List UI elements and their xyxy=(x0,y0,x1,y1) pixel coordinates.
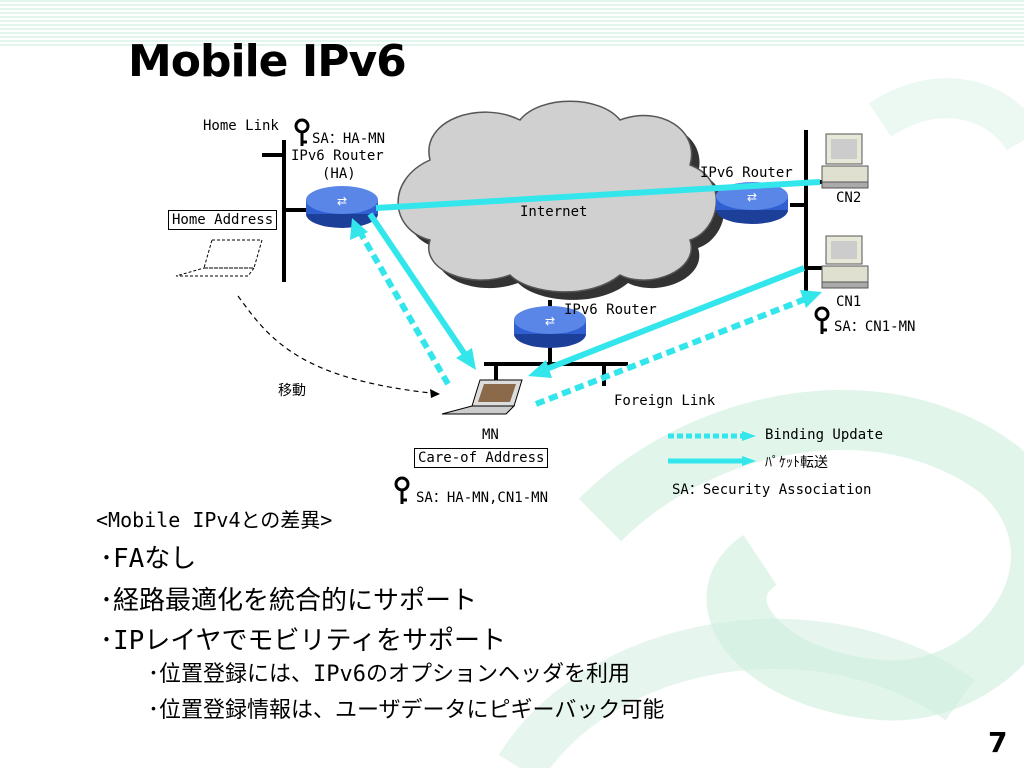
bullet-point: ･経路最適化を統合的にサポート xyxy=(100,586,478,616)
router-icon-ha: ⇄ xyxy=(306,186,378,228)
mn-label: MN xyxy=(482,427,499,443)
cn2-label: CN2 xyxy=(836,190,862,206)
care-of-address-box: Care-of Address xyxy=(414,448,549,468)
router-icon-foreign: ⇄ xyxy=(514,306,586,348)
page-number: 7 xyxy=(988,726,1008,759)
sa-mn-label: SA：HA-MN,CN1-MN xyxy=(416,490,549,506)
legend-sa-definition: SA：Security Association xyxy=(672,482,872,498)
sa-cn1-label: SA：CN1-MN xyxy=(834,319,916,335)
sa-ha-label: SA：HA-MN xyxy=(312,131,386,147)
home-link-segment xyxy=(262,140,310,282)
page-title: Mobile IPv6 xyxy=(128,36,407,87)
home-link-label: Home Link xyxy=(203,118,279,134)
laptop-icon-mn xyxy=(441,379,523,415)
sub-bullet-point: ･位置登録には、IPv6のオプションヘッダを利用 xyxy=(148,662,630,687)
bullet-point: ･FAなし xyxy=(100,544,197,574)
key-icon-ha xyxy=(294,118,310,146)
laptop-icon-home-dashed xyxy=(175,239,263,277)
ha-router-sublabel: (HA) xyxy=(322,166,356,182)
binding-update-paths xyxy=(350,218,822,407)
internet-cloud xyxy=(397,100,725,300)
computer-icon-cn1 xyxy=(821,235,869,289)
cn-link-segment xyxy=(790,130,822,292)
home-address-box: Home Address xyxy=(168,210,278,230)
internet-label: Internet xyxy=(520,204,588,220)
legend-binding-update: Binding Update xyxy=(765,427,884,443)
foreign-router-label: IPv6 Router xyxy=(564,302,657,318)
svg-text:⇄: ⇄ xyxy=(545,314,555,328)
legend-packet-forward: ﾊﾟｹｯﾄ転送 xyxy=(765,455,828,471)
packet-forward-paths xyxy=(367,179,821,378)
cn1-label: CN1 xyxy=(836,294,862,310)
movement-label: 移動 xyxy=(278,383,306,399)
computer-icon-cn2 xyxy=(821,133,869,189)
movement-arrow xyxy=(237,295,441,395)
diff-heading: <Mobile IPv4との差異> xyxy=(96,508,333,532)
ha-router-label: IPv6 Router xyxy=(291,148,384,164)
cn-router-label: IPv6 Router xyxy=(700,165,793,181)
legend-binding-update-line xyxy=(668,431,756,441)
sub-bullet-point: ･位置登録情報は、ユーザデータにピギーバック可能 xyxy=(148,698,665,723)
svg-text:⇄: ⇄ xyxy=(747,190,757,204)
svg-text:⇄: ⇄ xyxy=(337,194,347,208)
foreign-link-label: Foreign Link xyxy=(614,393,716,409)
legend-packet-forward-line xyxy=(668,456,756,466)
key-icon-mn xyxy=(394,476,410,504)
key-icon-cn1 xyxy=(814,306,830,334)
bullet-point: ･IPレイヤでモビリティをサポート xyxy=(100,626,506,656)
